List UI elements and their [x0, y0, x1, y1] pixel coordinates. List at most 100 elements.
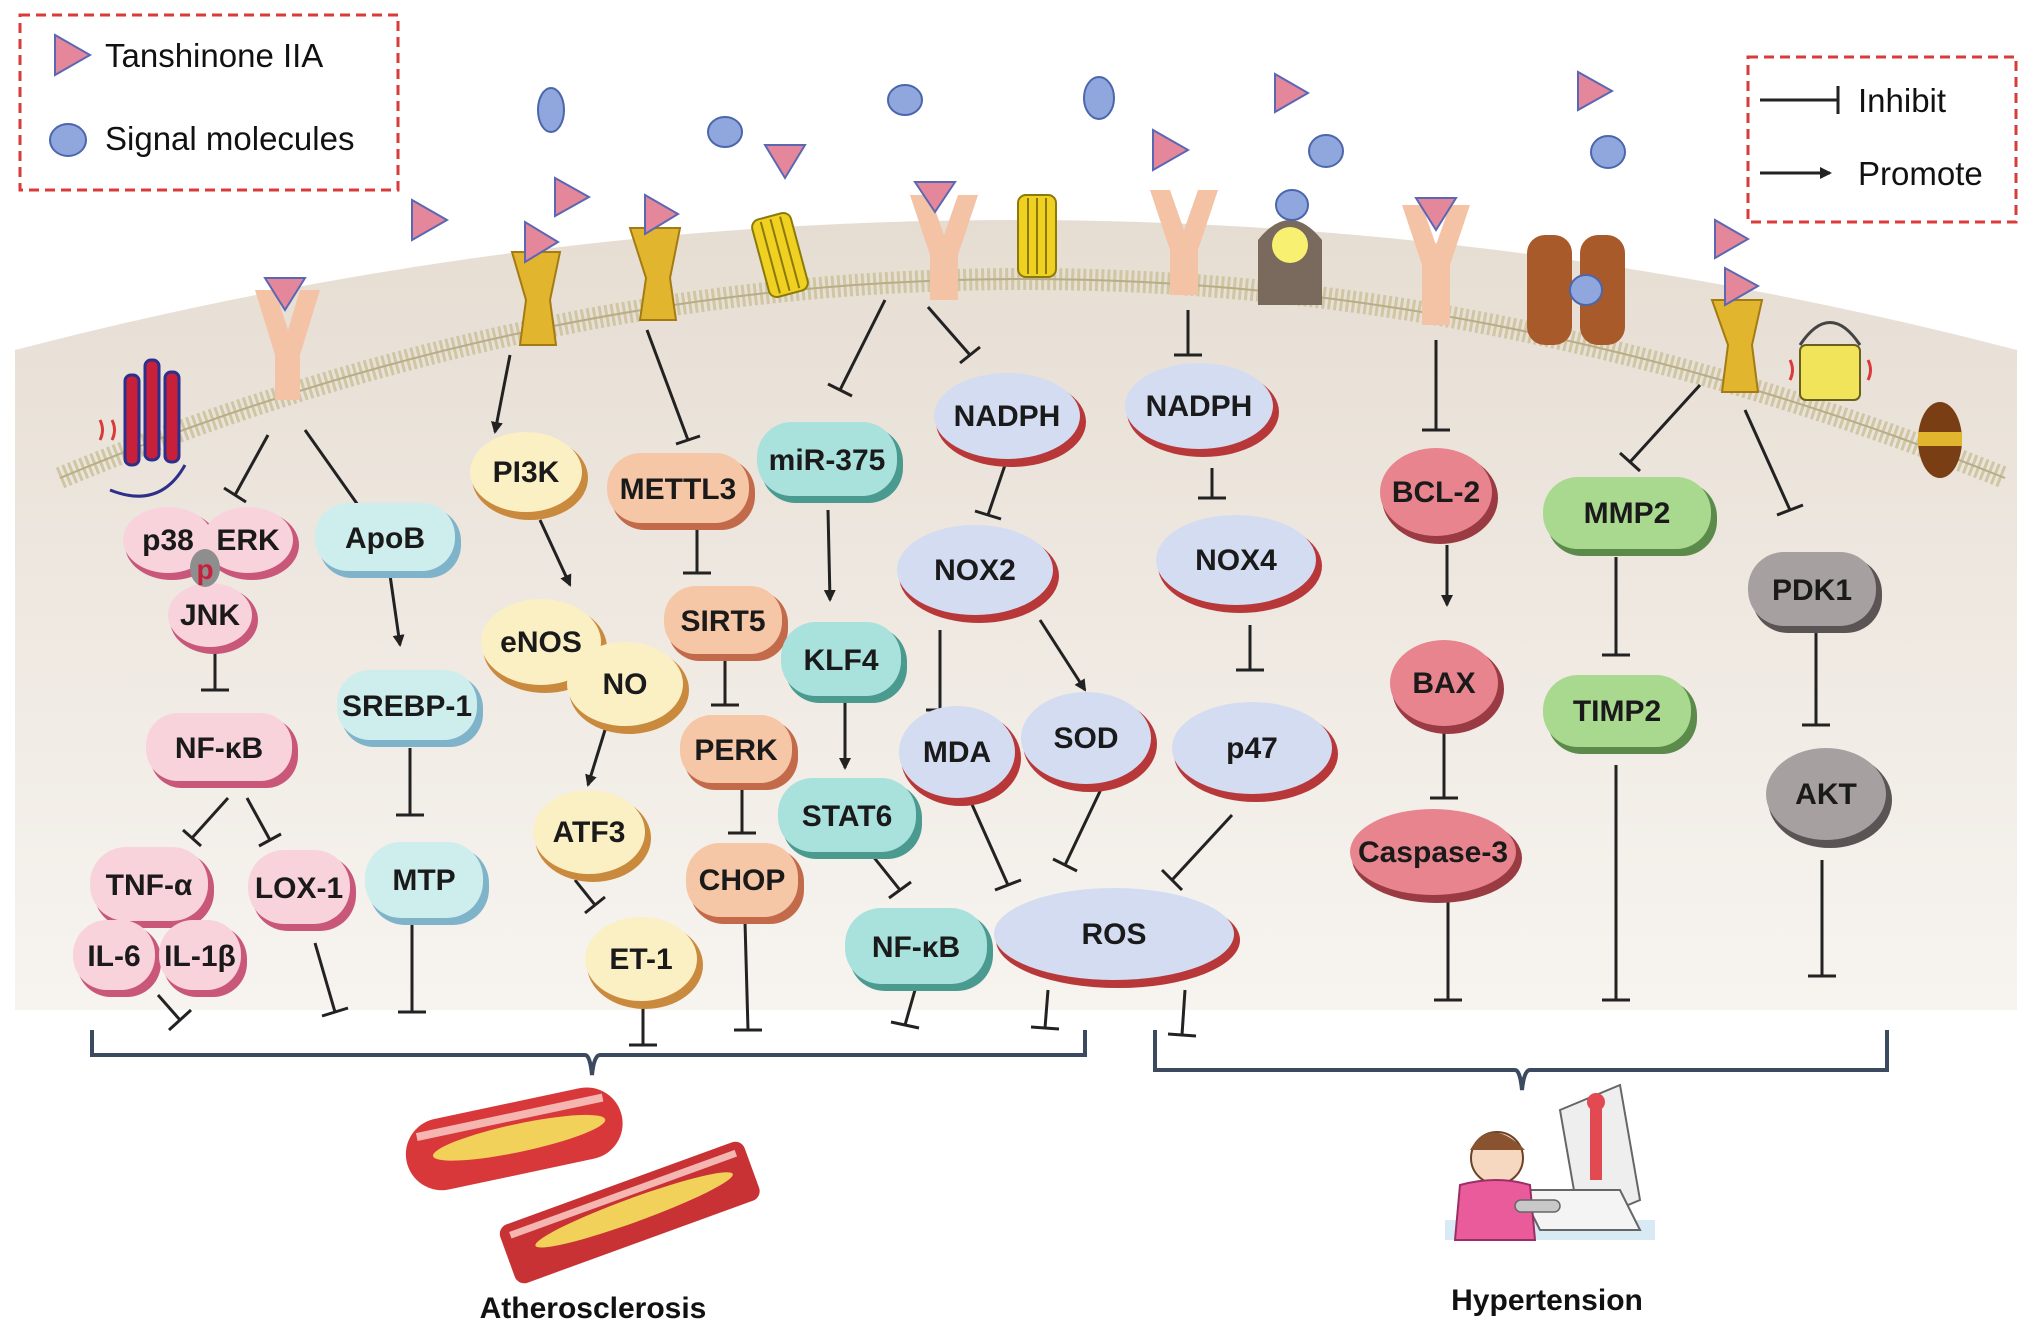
- node-klf4-label: KLF4: [804, 644, 879, 677]
- edge-inhibit-bar: [974, 509, 1002, 521]
- node-lox1: [248, 850, 350, 924]
- node-erk: [203, 507, 293, 573]
- tanshinone-triangle-icon: [1274, 72, 1311, 114]
- bound-tanshinone-icon: [913, 181, 957, 214]
- node-enos-label: eNOS: [500, 626, 582, 659]
- signal-molecule-icon: [537, 87, 565, 133]
- edge-promote: [538, 519, 572, 587]
- tanshinone-triangle-icon: [1152, 128, 1191, 172]
- edge-inhibit: [926, 306, 972, 356]
- channel-tube-icon: [751, 211, 809, 299]
- edge-promote: [585, 729, 607, 787]
- edge-inhibit: [1063, 784, 1105, 866]
- edge-inhibit-bar: [827, 382, 853, 398]
- node-bax-label: BAX: [1412, 667, 1475, 700]
- edge-inhibit-bar: [1618, 451, 1642, 473]
- node-nox2: [897, 525, 1053, 615]
- edge-inhibit-bar: [321, 1006, 349, 1018]
- signal-molecule-icon: [1308, 134, 1344, 168]
- edge-inhibit-bar: [258, 832, 282, 848]
- node-sirt5: [664, 586, 782, 654]
- cell-membrane-edge: [59, 278, 2006, 479]
- edge-inhibit: [190, 796, 230, 840]
- receptor-2-icon: [510, 251, 562, 346]
- node-mtp: [365, 842, 483, 918]
- edge-inhibit: [1743, 409, 1792, 511]
- receptor-3-icon: [628, 227, 682, 321]
- gpcr-protein-icon: [98, 358, 187, 498]
- node-bcl2: [1380, 448, 1492, 536]
- extracellular-signals: [411, 70, 1751, 260]
- node-p38-label: p38: [142, 524, 194, 557]
- node-mda: [899, 706, 1015, 798]
- node-jnk: [168, 583, 252, 647]
- signal-molecule-icon: [1590, 135, 1626, 169]
- node-bax: [1390, 640, 1498, 726]
- node-et1: [585, 917, 697, 1001]
- edge-inhibit-bar: [959, 345, 981, 365]
- bound-tanshinone-icon: [1414, 197, 1458, 232]
- node-timp2: [1543, 675, 1691, 747]
- receptor-7-icon: [1710, 299, 1764, 393]
- node-akt: [1766, 748, 1886, 840]
- node-nadph-2-label: NADPH: [1146, 390, 1253, 423]
- edge-inhibit-bar: [675, 434, 701, 446]
- node-srebp1-label: SREBP-1: [342, 690, 472, 723]
- receptor-4-icon: [910, 195, 978, 300]
- node-tnfa: [90, 847, 208, 921]
- edge-inhibit-bar: [994, 878, 1022, 892]
- edge-inhibit: [903, 989, 917, 1026]
- receptor-6-icon: [1402, 205, 1470, 325]
- edge-inhibit: [870, 854, 902, 891]
- receptor-5-icon: [1150, 190, 1218, 295]
- legend-left-box: [18, 13, 400, 192]
- node-il6-label: IL-6: [87, 940, 140, 973]
- tanshinone-triangle-icon: [763, 144, 807, 180]
- edge-inhibit-bar: [890, 1020, 920, 1030]
- edge-inhibit: [1170, 813, 1234, 882]
- node-mettl3-label: METTL3: [620, 473, 737, 506]
- node-nox4: [1156, 515, 1316, 605]
- node-enos: [481, 599, 601, 685]
- edge-inhibit: [645, 329, 690, 441]
- receptor-1-icon: [255, 290, 320, 400]
- phospho-badge-label: p: [196, 554, 213, 585]
- blood-pressure-person-illustration: [1445, 1083, 1655, 1241]
- edge-inhibit: [968, 799, 1010, 886]
- outcome-hypertension-label: Hypertension: [1451, 1284, 1643, 1317]
- bound-tanshinone-icon: [644, 193, 680, 236]
- node-p38: [123, 507, 213, 573]
- edge-inhibit-bar: [1160, 868, 1184, 892]
- edge-inhibit: [986, 464, 1007, 516]
- signal-molecule-icon: [887, 84, 923, 116]
- tanshinone-triangle-icon: [411, 198, 450, 242]
- node-nadph-1-label: NADPH: [954, 400, 1061, 433]
- signal-molecule-icon: [707, 116, 743, 148]
- channel-tube-icon: [1017, 194, 1057, 278]
- tanshinone-triangle-icon: [1577, 70, 1615, 112]
- node-perk: [680, 715, 792, 783]
- node-stat6-label: STAT6: [802, 800, 893, 833]
- node-il1b: [159, 920, 241, 990]
- node-pdk1-label: PDK1: [1772, 574, 1852, 607]
- edge-inhibit-bar: [182, 828, 202, 848]
- node-mettl3: [607, 453, 749, 523]
- legend-right-box: [1746, 55, 2018, 224]
- edge-inhibit-bar: [888, 880, 912, 900]
- node-mmp2: [1543, 477, 1711, 549]
- edge-inhibit: [313, 942, 337, 1013]
- legend-signal-label: Signal molecules: [105, 120, 354, 157]
- edge-inhibit-bar: [1167, 1032, 1197, 1038]
- signal-molecule-icon: [1083, 76, 1115, 120]
- edge-promote: [1038, 619, 1087, 692]
- node-timp2-label: TIMP2: [1573, 695, 1661, 728]
- node-p47: [1172, 702, 1332, 794]
- node-no-label: NO: [603, 668, 648, 701]
- edge-inhibit: [1180, 989, 1187, 1036]
- edge-promote: [388, 574, 405, 647]
- barrel-channel-band: [1918, 432, 1962, 446]
- artery-illustration: [405, 1087, 760, 1284]
- node-no: [567, 642, 683, 726]
- node-nfkb-1: [146, 713, 292, 781]
- edge-inhibit-bar: [223, 486, 247, 504]
